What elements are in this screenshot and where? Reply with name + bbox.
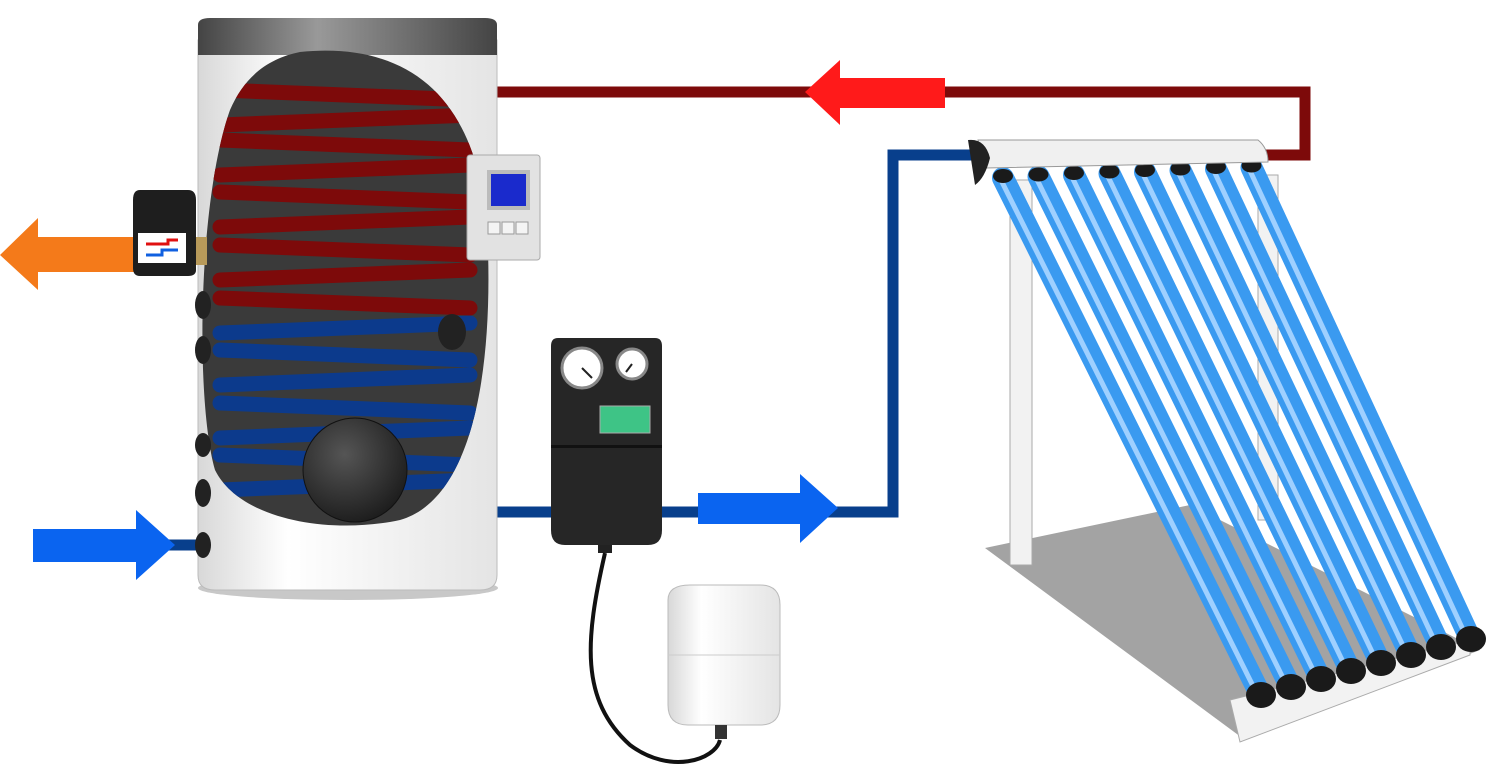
hot-outlet-arrow [0, 218, 135, 290]
evacuated-tube [992, 167, 1269, 701]
controller-buttons[interactable] [487, 221, 529, 235]
expansion-hose [588, 552, 722, 764]
tube-highlight [1210, 167, 1438, 644]
pump-station[interactable] [551, 338, 662, 553]
evacuated-tube [1027, 165, 1299, 693]
tank-connections [195, 291, 211, 558]
tube-highlight [1139, 170, 1378, 660]
expansion-vessel [667, 584, 781, 739]
evacuated-tube [1205, 158, 1449, 653]
tube-end-cap [1276, 674, 1306, 700]
sensor-port [438, 314, 466, 350]
tube-end-cap [1366, 650, 1396, 676]
thermostatic-mixing-valve[interactable] [133, 190, 196, 276]
tube-top-cap [1135, 163, 1155, 177]
evacuated-tube [1134, 161, 1389, 669]
tube-highlight [1068, 173, 1318, 676]
controller-display [491, 174, 526, 206]
tube-top-cap [1170, 161, 1191, 176]
tube-highlight [1175, 169, 1408, 652]
solar-controller[interactable] [466, 154, 541, 261]
tube-top-cap [1099, 164, 1120, 179]
tube-top-cap [1064, 166, 1084, 180]
tube-highlight [997, 176, 1258, 692]
tube-end-cap [1306, 666, 1336, 692]
evacuated-tube [1240, 156, 1479, 645]
hot-flow-arrow [805, 60, 945, 125]
storage-tank [195, 18, 498, 600]
tube-highlight [1033, 175, 1288, 684]
evacuated-tube [1063, 164, 1329, 685]
tube-end-cap [1426, 634, 1456, 660]
tube-end-cap [1396, 642, 1426, 668]
tube-highlight [1104, 172, 1348, 668]
outlet-fitting [195, 237, 207, 265]
evacuated-tube [1169, 159, 1419, 661]
tube-end-cap [1336, 658, 1366, 684]
evacuated-tubes [992, 156, 1486, 708]
cold-flow-arrow [698, 474, 838, 543]
tube-end-cap [1456, 626, 1486, 652]
tube-end-cap [1246, 682, 1276, 708]
tube-top-cap [993, 169, 1013, 183]
evacuated-tube [1098, 162, 1359, 677]
collector-header [968, 139, 1269, 185]
cold-inlet-arrow [33, 510, 175, 580]
pump-display [599, 405, 651, 434]
heating-element-flange [302, 417, 408, 523]
tube-top-cap [1028, 167, 1049, 182]
tube-highlight [1246, 166, 1468, 636]
tank-top-cap [198, 18, 497, 55]
cold-flow-pipe [497, 149, 978, 518]
